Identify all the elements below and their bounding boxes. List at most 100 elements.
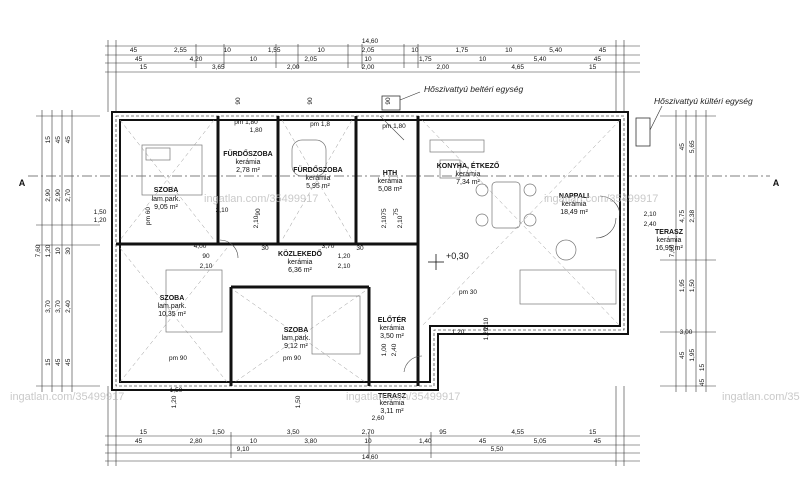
dimension-label: 15 <box>589 64 597 71</box>
opening-label: 90 <box>307 97 314 105</box>
section-marker-left: A <box>19 178 26 188</box>
svg-text:kerámia: kerámia <box>456 171 481 178</box>
dimension-label: 45 <box>679 143 686 151</box>
svg-text:SZOBA: SZOBA <box>154 187 179 194</box>
dimension-label: 45 <box>479 438 487 445</box>
inner-dimension-label: 2,10 <box>397 215 404 228</box>
svg-text:9,12 m²: 9,12 m² <box>284 343 308 350</box>
inner-dimension-label: 2,40 <box>391 343 398 356</box>
dimension-label: 2,00 <box>287 64 300 71</box>
dimension-label: 15 <box>140 64 148 71</box>
dimension-label: 1,20 <box>45 244 52 257</box>
opening-label: 90 <box>235 97 242 105</box>
dimension-label: 10 <box>250 56 258 63</box>
inner-dimension-label: 1,20 <box>94 217 107 224</box>
dimension-label: 45 <box>135 438 143 445</box>
room-furdoszoba-1: FÜRDŐSZOBA kerámia 2,78 m² <box>223 149 272 174</box>
dimension-label: 4,55 <box>511 429 524 436</box>
dimension-label: 2,55 <box>174 47 187 54</box>
inner-dimension-label: 1,50 <box>295 395 302 408</box>
inner-dimension-label: 30 <box>356 245 364 252</box>
svg-text:SZOBA: SZOBA <box>284 327 309 334</box>
svg-text:kerámia: kerámia <box>236 159 261 166</box>
svg-text:6,36 m²: 6,36 m² <box>288 267 312 274</box>
inner-dimension-label: 1,20 <box>452 329 465 336</box>
svg-text:kerámia: kerámia <box>380 400 405 407</box>
inner-dimension-label: 2,40 <box>644 221 657 228</box>
outdoor-unit-label: Hőszivattyú kültéri egység <box>654 96 753 106</box>
dimension-label: 9,10 <box>237 446 250 453</box>
watermark: ingatlan.com/35499917 <box>204 193 318 205</box>
opening-label: pm 60 <box>145 207 152 225</box>
room-hth: HTH kerámia 5,08 m² <box>378 170 403 193</box>
dimension-label: 2,38 <box>689 210 696 223</box>
dimension-total-right: 7,60 <box>669 244 676 257</box>
dimension-label: 15 <box>589 429 597 436</box>
inner-dimension-label: 75 <box>381 208 388 216</box>
heat-pump-units <box>381 95 651 147</box>
svg-text:NAPPALI: NAPPALI <box>559 193 589 200</box>
room-szoba-1: SZOBA lam.park. 9,05 m² <box>152 187 181 211</box>
inner-dimension-label: 1,50 <box>170 387 183 394</box>
dimension-label: 45 <box>594 438 602 445</box>
inner-dimension-label: 2,10 <box>253 215 260 228</box>
dimension-label: 30 <box>65 247 72 255</box>
dimension-label: 45 <box>599 47 607 54</box>
room-terasz-1: TERASZ kerámia 16,95 m² <box>655 229 684 252</box>
dimension-label: 45 <box>594 56 602 63</box>
inner-dimension-label: 2,10 <box>338 263 351 270</box>
watermark: ingatlan.com/35499917 <box>544 193 658 205</box>
inner-dimension-label: 1,50 <box>94 209 107 216</box>
dimension-label: 45 <box>135 56 143 63</box>
dimension-label: 1,95 <box>689 349 696 362</box>
svg-text:16,95 m²: 16,95 m² <box>655 245 683 252</box>
dimension-label: 1,40 <box>419 438 432 445</box>
svg-text:kerámia: kerámia <box>378 178 403 185</box>
inner-dimension-label: 90 <box>255 208 262 216</box>
svg-text:kerámia: kerámia <box>380 325 405 332</box>
dimension-label: 4,75 <box>679 210 686 223</box>
inner-dimension-label: 1,00 <box>381 343 388 356</box>
dimension-label: 2,00 <box>437 64 450 71</box>
dimension-label: 45 <box>699 379 706 387</box>
dimension-label: 2,80 <box>190 438 203 445</box>
room-nappali: NAPPALI kerámia 18,49 m² <box>559 193 589 216</box>
svg-text:KONYHA, ÉTKEZŐ: KONYHA, ÉTKEZŐ <box>437 161 500 170</box>
dimension-label: 2,70 <box>65 189 72 202</box>
svg-text:HTH: HTH <box>383 170 397 177</box>
dimension-label: 3,65 <box>212 64 225 71</box>
watermark: ingatlan.com/35499917 <box>10 391 124 403</box>
dimension-total-top: 14,60 <box>362 38 379 45</box>
svg-text:kerámia: kerámia <box>657 237 682 244</box>
dimension-label: 15 <box>45 358 52 366</box>
inner-dimension-label: 1,80 <box>250 127 263 134</box>
watermark: ingatlan.com/35499917 <box>346 391 460 403</box>
svg-text:18,49 m²: 18,49 m² <box>560 209 588 216</box>
dimension-label: 2,40 <box>65 300 72 313</box>
svg-text:kerámia: kerámia <box>562 201 587 208</box>
inner-dimension-label: 3,00 <box>680 329 693 336</box>
room-kozlekedo: KÖZLEKEDŐ kerámia 6,36 m² <box>278 249 323 274</box>
section-marker-right: A <box>773 178 780 188</box>
inner-dimension-label: 2,10 <box>381 215 388 228</box>
svg-text:lam.park.: lam.park. <box>152 196 181 203</box>
svg-text:lam.park.: lam.park. <box>282 335 311 342</box>
svg-text:SZOBA: SZOBA <box>160 295 185 302</box>
inner-dimension-label: 2,10 <box>644 211 657 218</box>
room-furdoszoba-2: FÜRDŐSZOBA kerámia 5,95 m² <box>293 165 342 190</box>
dimension-label: 45 <box>65 136 72 144</box>
opening-label: pm 1,8 <box>310 121 330 128</box>
dimension-label: 5,40 <box>549 47 562 54</box>
dimension-label: 10 <box>364 56 372 63</box>
inner-dimension-label: 30 <box>261 245 269 252</box>
level-label: +0,30 <box>446 251 469 261</box>
dimension-label: 1,50 <box>689 279 696 292</box>
dimension-label: 15 <box>699 364 706 372</box>
outer-walls <box>111 111 629 391</box>
inner-dimension-label: 90 <box>202 253 210 260</box>
svg-text:3,11 m²: 3,11 m² <box>380 408 404 415</box>
dimension-label: 10 <box>479 56 487 63</box>
